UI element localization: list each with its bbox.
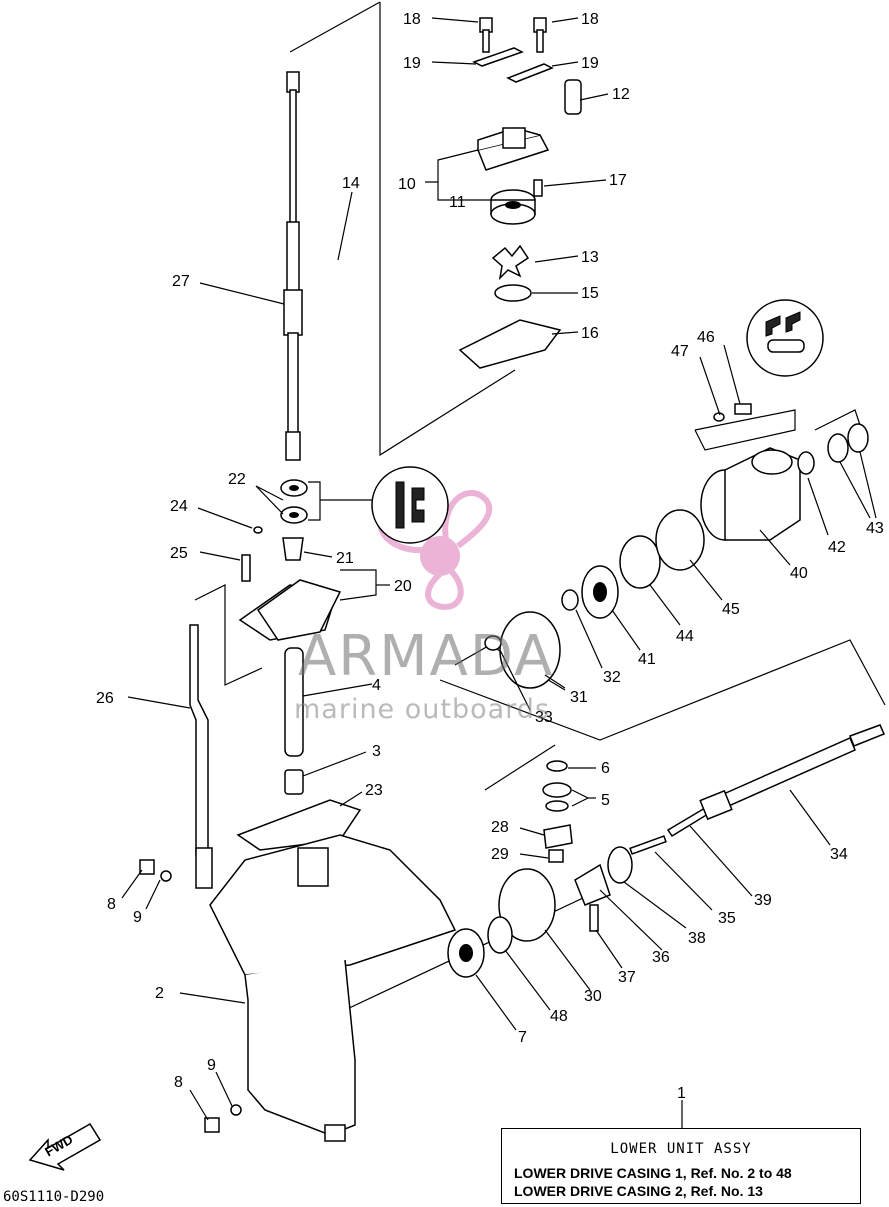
callout-24: 24 [170, 498, 188, 515]
drive-shaft-27 [283, 71, 303, 461]
callout-14: 14 [342, 175, 360, 192]
callout-30: 30 [584, 988, 602, 1005]
boundary-line [194, 584, 263, 686]
callout-21: 21 [336, 550, 354, 567]
legend-title: LOWER UNIT ASSY [610, 1141, 752, 1157]
callout-10: 10 [398, 176, 416, 193]
callout-20: 20 [394, 578, 412, 595]
callout-43: 43 [866, 520, 884, 537]
callout-35: 35 [718, 910, 736, 927]
boundary-line [484, 744, 556, 791]
callout-15: 15 [581, 285, 599, 302]
callout-12: 12 [612, 86, 630, 103]
boundary-line [694, 409, 796, 451]
callout-48: 48 [550, 1008, 568, 1025]
callout-18: 18 [403, 11, 421, 28]
callout-9: 9 [133, 909, 142, 926]
callout-18: 18 [581, 11, 599, 28]
callout-8: 8 [174, 1074, 183, 1091]
callout-29: 29 [491, 846, 509, 863]
callout-3: 3 [372, 743, 381, 760]
callout-37: 37 [618, 969, 636, 986]
callout-5: 5 [601, 792, 610, 809]
callout-7: 7 [518, 1029, 527, 1046]
propeller-shaft-34 [699, 724, 886, 821]
callout-36: 36 [652, 949, 670, 966]
legend-line-1: LOWER DRIVE CASING 1, Ref. No. 2 to 48 [514, 1165, 792, 1181]
drain-plug-washer-parts [139, 859, 242, 1133]
callout-33: 33 [535, 709, 553, 726]
legend-box: LOWER UNIT ASSY LOWER DRIVE CASING 1, Re… [501, 1128, 861, 1204]
callout-19: 19 [581, 55, 599, 72]
shift-rod-end [195, 847, 213, 889]
callout-47: 47 [671, 343, 689, 360]
fwd-arrow-icon [28, 1122, 102, 1171]
callout-22: 22 [228, 471, 246, 488]
callout-13: 13 [581, 249, 599, 266]
callout-44: 44 [676, 628, 694, 645]
water-pump-parts [458, 17, 582, 369]
boundary-line [814, 409, 861, 431]
watermark-brand: ARMADA [298, 624, 555, 689]
boundary-line [379, 2, 516, 457]
callout-6: 6 [601, 760, 610, 777]
callout-41: 41 [638, 651, 656, 668]
flanged-mount-20 [256, 579, 342, 641]
callout-45: 45 [722, 601, 740, 618]
boundary-line [439, 639, 886, 741]
callout-42: 42 [828, 539, 846, 556]
gear-assembly [447, 509, 709, 978]
callout-28: 28 [491, 819, 509, 836]
bearing-housing-40 [700, 403, 869, 541]
callout-23: 23 [365, 782, 383, 799]
detail-inset-gear-icon [746, 299, 824, 377]
callout-19: 19 [403, 55, 421, 72]
callout-17: 17 [609, 172, 627, 189]
callout-40: 40 [790, 565, 808, 582]
shift-rod-26 [189, 624, 209, 856]
callout-27: 27 [172, 273, 190, 290]
callout-34: 34 [830, 846, 848, 863]
callout-46: 46 [697, 329, 715, 346]
callout-32: 32 [603, 669, 621, 686]
callout-8: 8 [107, 896, 116, 913]
callout-25: 25 [170, 545, 188, 562]
callout-leaders [121, 17, 877, 1128]
detail-inset-seal-icon [371, 466, 449, 544]
callout-labels: 18 18 19 19 12 10 17 11 13 15 16 14 27 4… [96, 11, 884, 1102]
callout-4: 4 [372, 677, 381, 694]
callout-2: 2 [155, 985, 164, 1002]
water-tube-4 [284, 647, 304, 795]
boundary-line [289, 1, 381, 53]
watermark-tagline: marine outboards [294, 694, 551, 725]
callout-26: 26 [96, 690, 114, 707]
drawing-code: 60S1110-D290 [3, 1189, 105, 1205]
callout-1: 1 [677, 1085, 686, 1102]
callout-11: 11 [449, 194, 466, 211]
legend-line-2: LOWER DRIVE CASING 2, Ref. No. 13 [514, 1183, 763, 1199]
lower-casing-2 [209, 834, 457, 1142]
callout-38: 38 [688, 930, 706, 947]
callout-31: 31 [570, 689, 588, 706]
callout-39: 39 [754, 892, 772, 909]
callout-16: 16 [581, 325, 599, 342]
callout-9: 9 [207, 1057, 216, 1074]
